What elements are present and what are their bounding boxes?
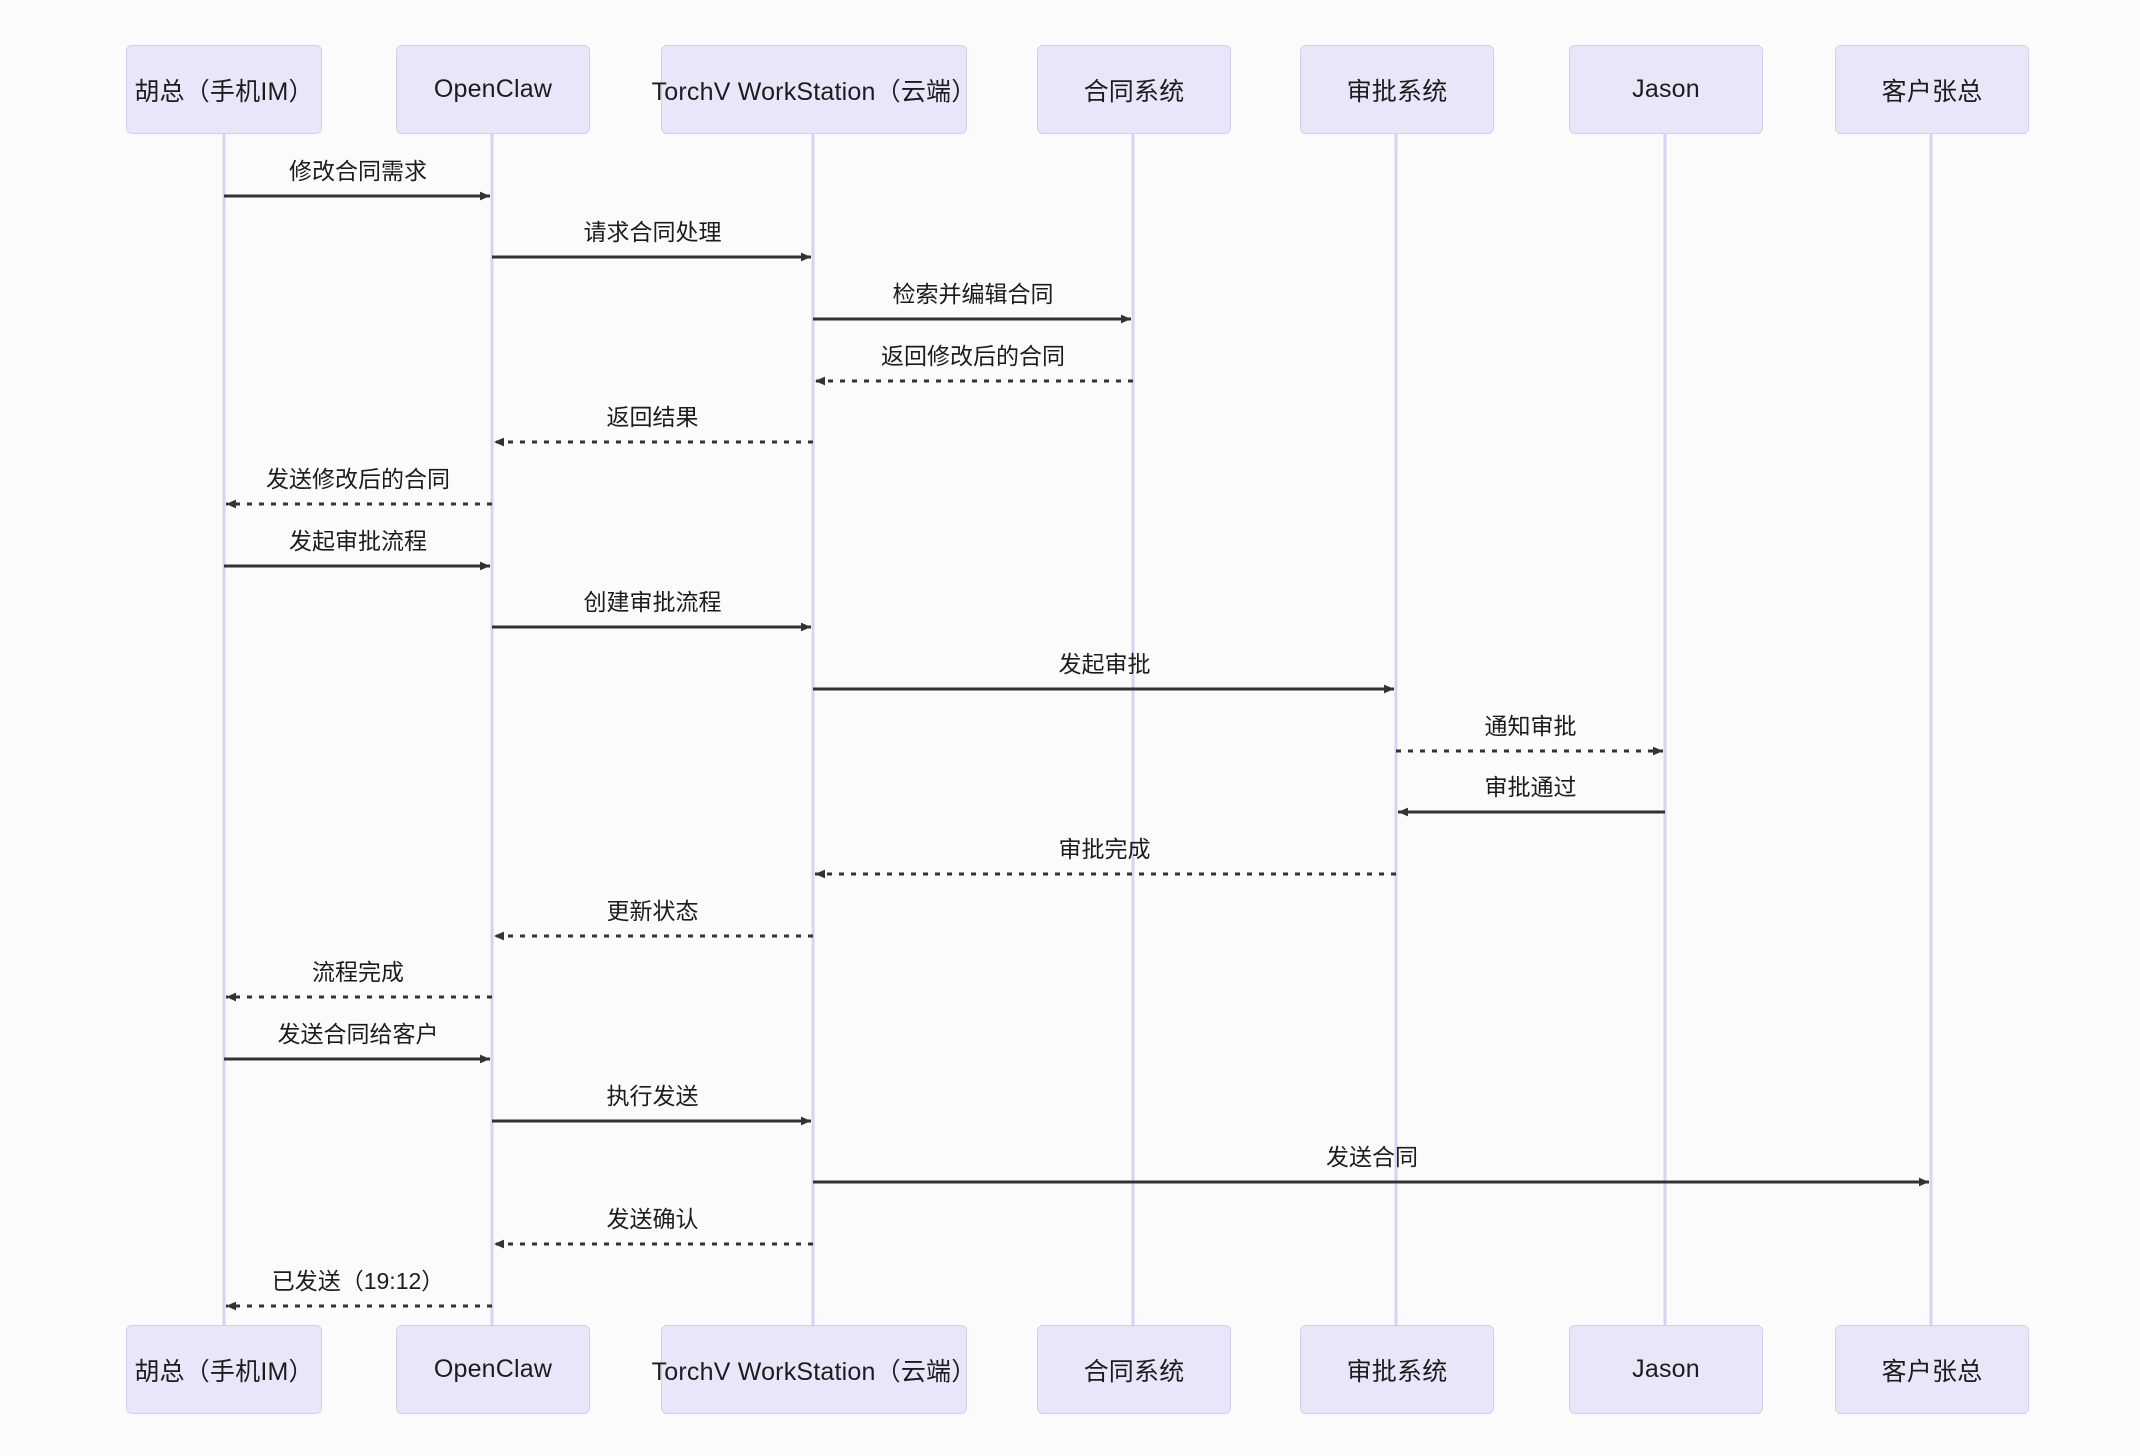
message-label-8: 发起审批	[1058, 651, 1151, 677]
participant-header-p1[interactable]: OpenClaw	[396, 45, 590, 134]
participant-label: 审批系统	[1346, 1357, 1448, 1386]
message-label-16: 发送合同	[1326, 1144, 1418, 1170]
participant-label: 审批系统	[1346, 77, 1448, 106]
participant-footer-p1[interactable]: OpenClaw	[396, 1325, 590, 1414]
participant-label: OpenClaw	[433, 1355, 553, 1383]
participant-label: TorchV WorkStation（云端）	[651, 77, 977, 106]
participant-footer-p0[interactable]: 胡总（手机IM）	[126, 1325, 322, 1414]
message-label-6: 发起审批流程	[289, 528, 427, 554]
message-label-1: 请求合同处理	[583, 219, 722, 245]
participant-header-p6[interactable]: 客户张总	[1835, 45, 2029, 134]
message-arrows-group	[224, 191, 1929, 1311]
message-label-4: 返回结果	[606, 404, 699, 430]
message-label-11: 审批完成	[1058, 836, 1151, 862]
message-label-5: 发送修改后的合同	[266, 466, 450, 492]
message-label-10: 审批通过	[1484, 774, 1577, 800]
message-label-15: 执行发送	[606, 1083, 699, 1109]
participant-label: 胡总（手机IM）	[134, 77, 314, 106]
message-label-7: 创建审批流程	[583, 589, 722, 615]
participant-label: 胡总（手机IM）	[134, 1357, 314, 1386]
participant-label: TorchV WorkStation（云端）	[651, 1357, 977, 1386]
message-label-18: 已发送（19:12）	[271, 1268, 445, 1294]
participant-header-p2[interactable]: TorchV WorkStation（云端）	[652, 45, 976, 134]
participant-header-p5[interactable]: Jason	[1569, 45, 1763, 134]
participant-footer-p5[interactable]: Jason	[1569, 1325, 1763, 1414]
message-label-0: 修改合同需求	[289, 158, 427, 184]
participant-footer-p4[interactable]: 审批系统	[1300, 1325, 1494, 1414]
participant-label: 客户张总	[1881, 1357, 1983, 1386]
message-label-13: 流程完成	[312, 959, 404, 985]
participant-label: Jason	[1632, 1355, 1700, 1383]
participant-header-p4[interactable]: 审批系统	[1300, 45, 1494, 134]
message-label-3: 返回修改后的合同	[881, 343, 1065, 369]
participant-footer-p3[interactable]: 合同系统	[1037, 1325, 1231, 1414]
participant-footer-p6[interactable]: 客户张总	[1835, 1325, 2029, 1414]
participant-label: 客户张总	[1881, 77, 1983, 106]
message-label-2: 检索并编辑合同	[892, 281, 1054, 307]
participant-footer-p2[interactable]: TorchV WorkStation（云端）	[652, 1325, 976, 1414]
message-label-9: 通知审批	[1484, 713, 1577, 739]
message-label-12: 更新状态	[606, 898, 699, 924]
participant-label: OpenClaw	[433, 75, 553, 103]
participant-label: 合同系统	[1083, 1357, 1185, 1386]
participant-header-p3[interactable]: 合同系统	[1037, 45, 1231, 134]
message-label-14: 发送合同给客户	[277, 1021, 439, 1047]
participant-label: 合同系统	[1083, 77, 1185, 106]
participant-header-p0[interactable]: 胡总（手机IM）	[126, 45, 322, 134]
participant-label: Jason	[1632, 75, 1700, 103]
lifelines-group	[222, 134, 1933, 1325]
message-label-17: 发送确认	[606, 1206, 699, 1232]
